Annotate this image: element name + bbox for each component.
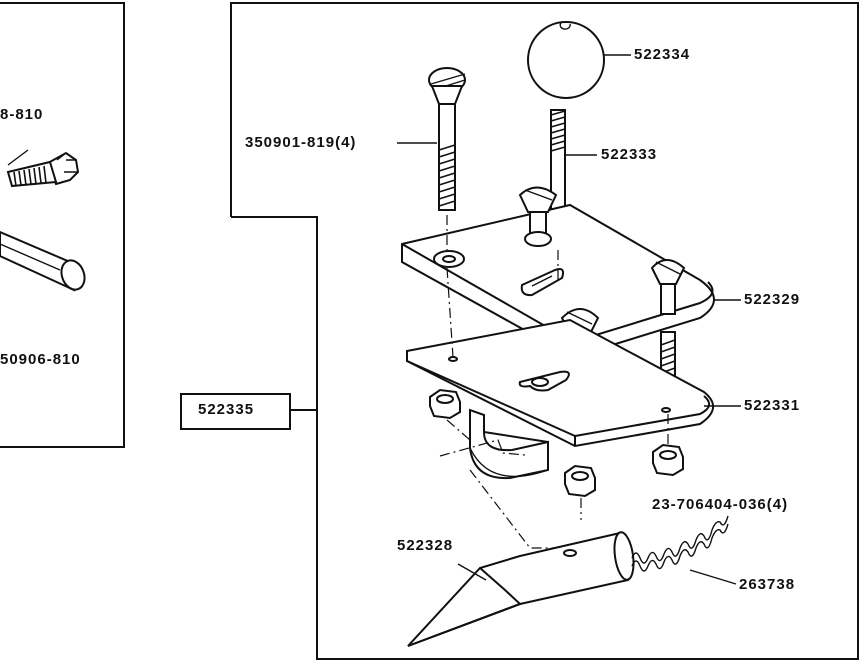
left-label-bottom: 50906-810 — [0, 351, 81, 368]
label-bottom-plate: 522331 — [744, 397, 801, 414]
nut-right-icon — [652, 443, 684, 477]
label-top-plate: 522329 — [744, 291, 801, 308]
spring-icon — [631, 515, 729, 572]
screw-back-icon — [518, 186, 558, 247]
label-spring: 263738 — [739, 576, 796, 593]
label-latch: 522328 — [397, 537, 454, 554]
label-nuts: 23-706404-036(4) — [652, 496, 789, 513]
label-ball-knob: 522334 — [634, 46, 691, 63]
nut-left-icon — [429, 388, 461, 420]
u-bracket-icon — [469, 408, 549, 480]
main-panel-border — [230, 2, 859, 660]
left-panel-border — [0, 2, 125, 448]
label-assembly: 522335 — [198, 401, 255, 418]
ball-knob-icon — [527, 21, 605, 99]
assembly-label-box — [180, 393, 291, 430]
top-plate-icon — [401, 203, 715, 359]
bottom-plate-icon — [406, 318, 714, 448]
label-screw: 350901-819(4) — [245, 134, 357, 151]
left-rod-icon — [0, 230, 86, 292]
nut-front-icon — [564, 464, 596, 498]
leader-spring — [689, 569, 737, 585]
left-bolt-icon — [6, 149, 80, 188]
latch-icon — [407, 531, 635, 647]
leader-latch — [457, 563, 487, 581]
left-label-top: 8-810 — [0, 106, 44, 123]
label-shift-rod: 522333 — [601, 146, 658, 163]
screw-left-icon — [428, 67, 466, 211]
